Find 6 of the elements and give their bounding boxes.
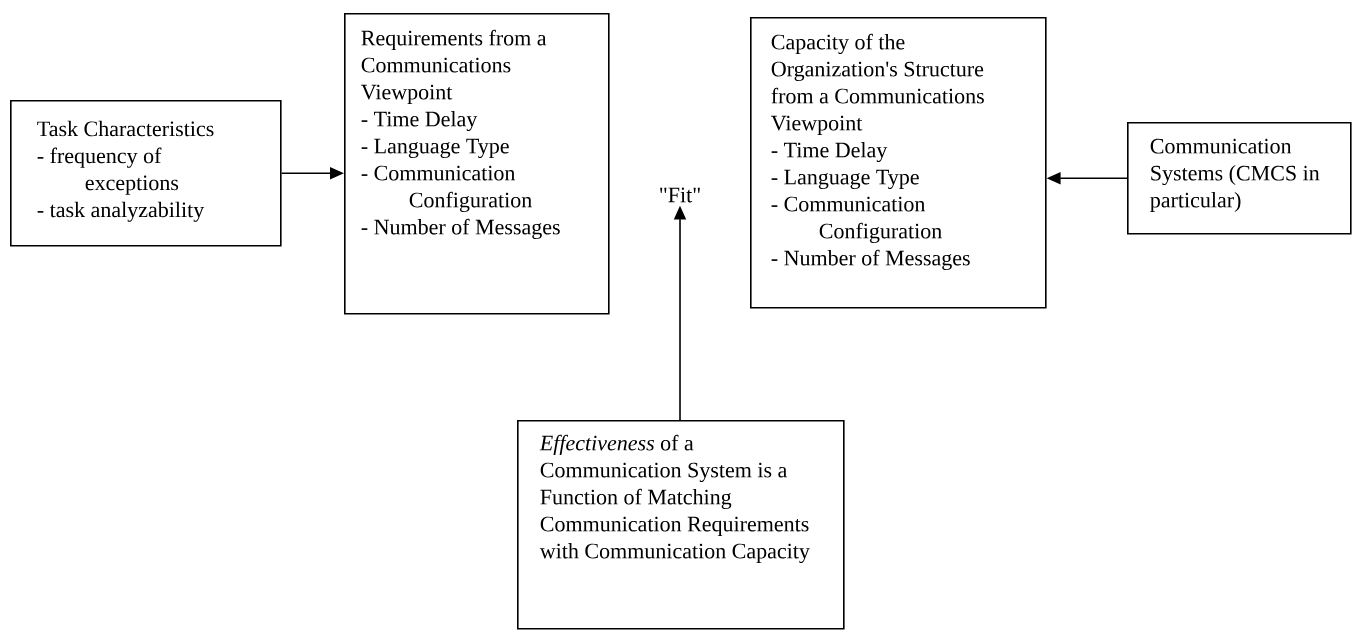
text-box: Task Characteristics - frequency of exceptions - task analyzability <box>10 100 282 247</box>
text-box: Capacity of the Organization's Structure from a Communications Viewpoint - Time Delay - Language Type - Communication Configuration - Number of Messages <box>750 17 1047 309</box>
text-box: Requirements from a Communications Viewpoint - Time Delay - Language Type - Communication Configuration - Number of Messages <box>344 13 610 315</box>
fit-label: "Fit" <box>660 187 700 203</box>
text-box: Effectiveness of a Communication System is a Function of Matching Communication Requirements with Communication Capacity <box>517 420 845 630</box>
text-box: Communication Systems (CMCS in particular) <box>1127 122 1352 235</box>
